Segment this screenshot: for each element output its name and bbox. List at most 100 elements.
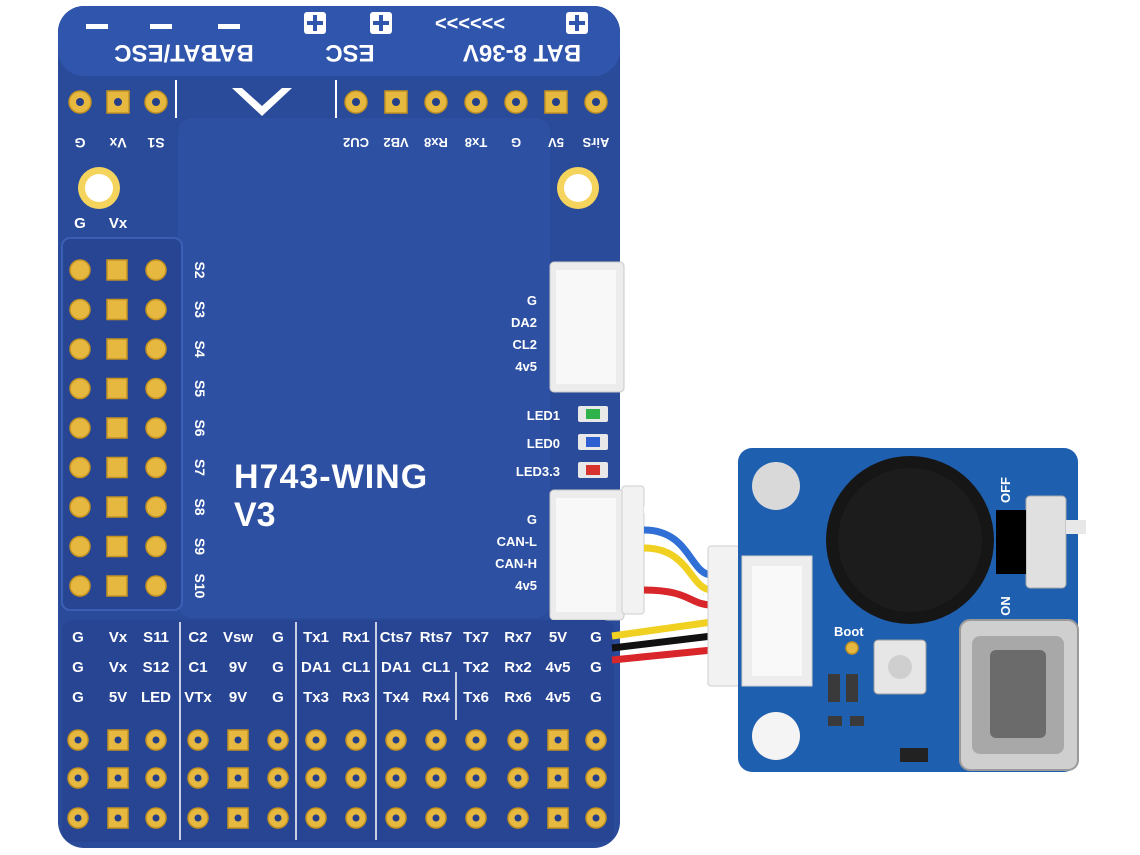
servo-label: S7 xyxy=(192,459,208,476)
bottom-pin-label: Vsw xyxy=(223,629,253,646)
bottom-pin-label: Tx1 xyxy=(303,629,329,646)
servo-pad-power xyxy=(106,575,128,597)
bottom-pin-label: G xyxy=(72,689,84,706)
servo-label: S5 xyxy=(192,380,208,397)
top-right-pin-vb2: VB2 xyxy=(383,135,408,150)
bottom-pad-hole xyxy=(432,736,440,744)
top-polarity-marks xyxy=(86,12,588,34)
servo-pad-power xyxy=(106,535,128,558)
bottom-pad-hole xyxy=(114,736,122,744)
can-connector xyxy=(549,489,625,621)
bottom-pad-hole xyxy=(312,814,320,822)
servo-pad-power xyxy=(106,259,128,281)
bottom-pin-label: 5V xyxy=(549,629,567,646)
bottom-pad-hole xyxy=(472,774,480,782)
top-right-pads xyxy=(344,90,608,114)
bottom-pad-hole xyxy=(114,814,122,822)
bottom-pad-hole xyxy=(234,814,242,822)
servo-label: S9 xyxy=(192,538,208,555)
top-left-pin-g: G xyxy=(74,135,85,151)
servo-pad-signal xyxy=(145,417,167,439)
bottom-pad-hole xyxy=(352,814,360,822)
on-label: ON xyxy=(998,596,1013,616)
servo-pad-power xyxy=(106,417,128,439)
bottom-pad-hole xyxy=(392,774,400,782)
bottom-pad-hole xyxy=(352,736,360,744)
servo-pad-power xyxy=(106,456,128,479)
bottom-pin-label: DA1 xyxy=(301,659,331,676)
top-left-pin-vx: Vx xyxy=(109,135,126,151)
bottom-pin-label: G xyxy=(590,629,602,646)
servo-pad-ground xyxy=(69,535,91,558)
bottom-pin-label: 4v5 xyxy=(545,659,570,676)
servo-pad-ground xyxy=(69,417,91,439)
bottom-pin-label: Tx4 xyxy=(383,689,410,706)
gvx-vx-label: Vx xyxy=(109,215,128,232)
bottom-pin-label: G xyxy=(72,629,84,646)
bottom-pin-label: Tx6 xyxy=(463,689,489,706)
bottom-pin-label: Rx4 xyxy=(422,689,450,706)
servo-label: S6 xyxy=(192,419,208,436)
power-switch[interactable] xyxy=(1025,495,1067,589)
servo-pad-power xyxy=(106,377,128,400)
gvx-g-label: G xyxy=(74,215,86,232)
module-hole-top xyxy=(752,462,800,510)
bottom-pin-label: G xyxy=(590,689,602,706)
servo-row: S5 xyxy=(69,377,208,400)
servo-pad-ground xyxy=(69,496,91,518)
bottom-pad-hole xyxy=(392,736,400,744)
bottom-pad-hole xyxy=(514,814,522,822)
servo-pad-ground xyxy=(69,338,91,360)
servo-pad-signal xyxy=(145,338,167,360)
bottom-pad-hole xyxy=(274,774,282,782)
servo-row: S6 xyxy=(69,417,208,439)
servo-pad-signal xyxy=(145,496,167,518)
servo-row: S10 xyxy=(69,574,208,599)
servo-pad-ground xyxy=(69,377,91,400)
bottom-pad-hole xyxy=(472,736,480,744)
servo-label: S4 xyxy=(192,340,208,357)
top-left-pin-s1: S1 xyxy=(147,135,164,151)
servo-row: S4 xyxy=(69,338,208,360)
i2c-labels: G DA2 CL2 4v5 xyxy=(511,293,537,374)
i2c-4v5-label: 4v5 xyxy=(515,359,537,374)
bottom-pad-hole xyxy=(514,736,522,744)
bottom-pad-hole xyxy=(274,814,282,822)
bottom-pad-hole xyxy=(74,814,82,822)
bottom-pin-label: 5V xyxy=(109,689,127,706)
bottom-pad-hole xyxy=(194,814,202,822)
bottom-pin-label: Rx7 xyxy=(504,629,532,646)
bottom-pad-hole xyxy=(432,814,440,822)
servo-pad-ground xyxy=(69,298,91,321)
bottom-pin-label: 9V xyxy=(229,659,247,676)
servo-pad-signal xyxy=(145,456,167,479)
bottom-pad-hole xyxy=(592,814,600,822)
bottom-pad-hole xyxy=(592,774,600,782)
bottom-pad-hole xyxy=(74,774,82,782)
servo-row: S8 xyxy=(69,496,208,518)
bottom-pin-label: CL1 xyxy=(422,659,450,676)
servo-row: S3 xyxy=(69,298,208,321)
bottom-pin-label: Rx3 xyxy=(342,689,370,706)
bottom-pin-label: Rts7 xyxy=(420,629,453,646)
bottom-pin-label: C1 xyxy=(188,659,207,676)
buzzer-usb-module: OFF ON Boot xyxy=(738,448,1086,772)
bottom-pad-hole xyxy=(114,774,122,782)
servo-pad-signal xyxy=(145,377,167,400)
bottom-pad-hole xyxy=(352,774,360,782)
servo-label: S8 xyxy=(192,498,208,515)
can-l-label: CAN-L xyxy=(497,534,537,549)
bottom-pin-label: C2 xyxy=(188,629,207,646)
top-right-pin-g: G xyxy=(511,135,521,150)
chevrons-label: <<<<<< xyxy=(435,13,505,35)
bottom-pin-label: G xyxy=(272,629,284,646)
bottom-pad-hole xyxy=(514,774,522,782)
servo-row: S9 xyxy=(69,535,208,558)
servo-pad-signal xyxy=(145,575,167,597)
esc-label: ESC xyxy=(325,39,374,66)
bottom-pin-label: VTx xyxy=(184,689,212,706)
bottom-pin-label: Rx2 xyxy=(504,659,532,676)
